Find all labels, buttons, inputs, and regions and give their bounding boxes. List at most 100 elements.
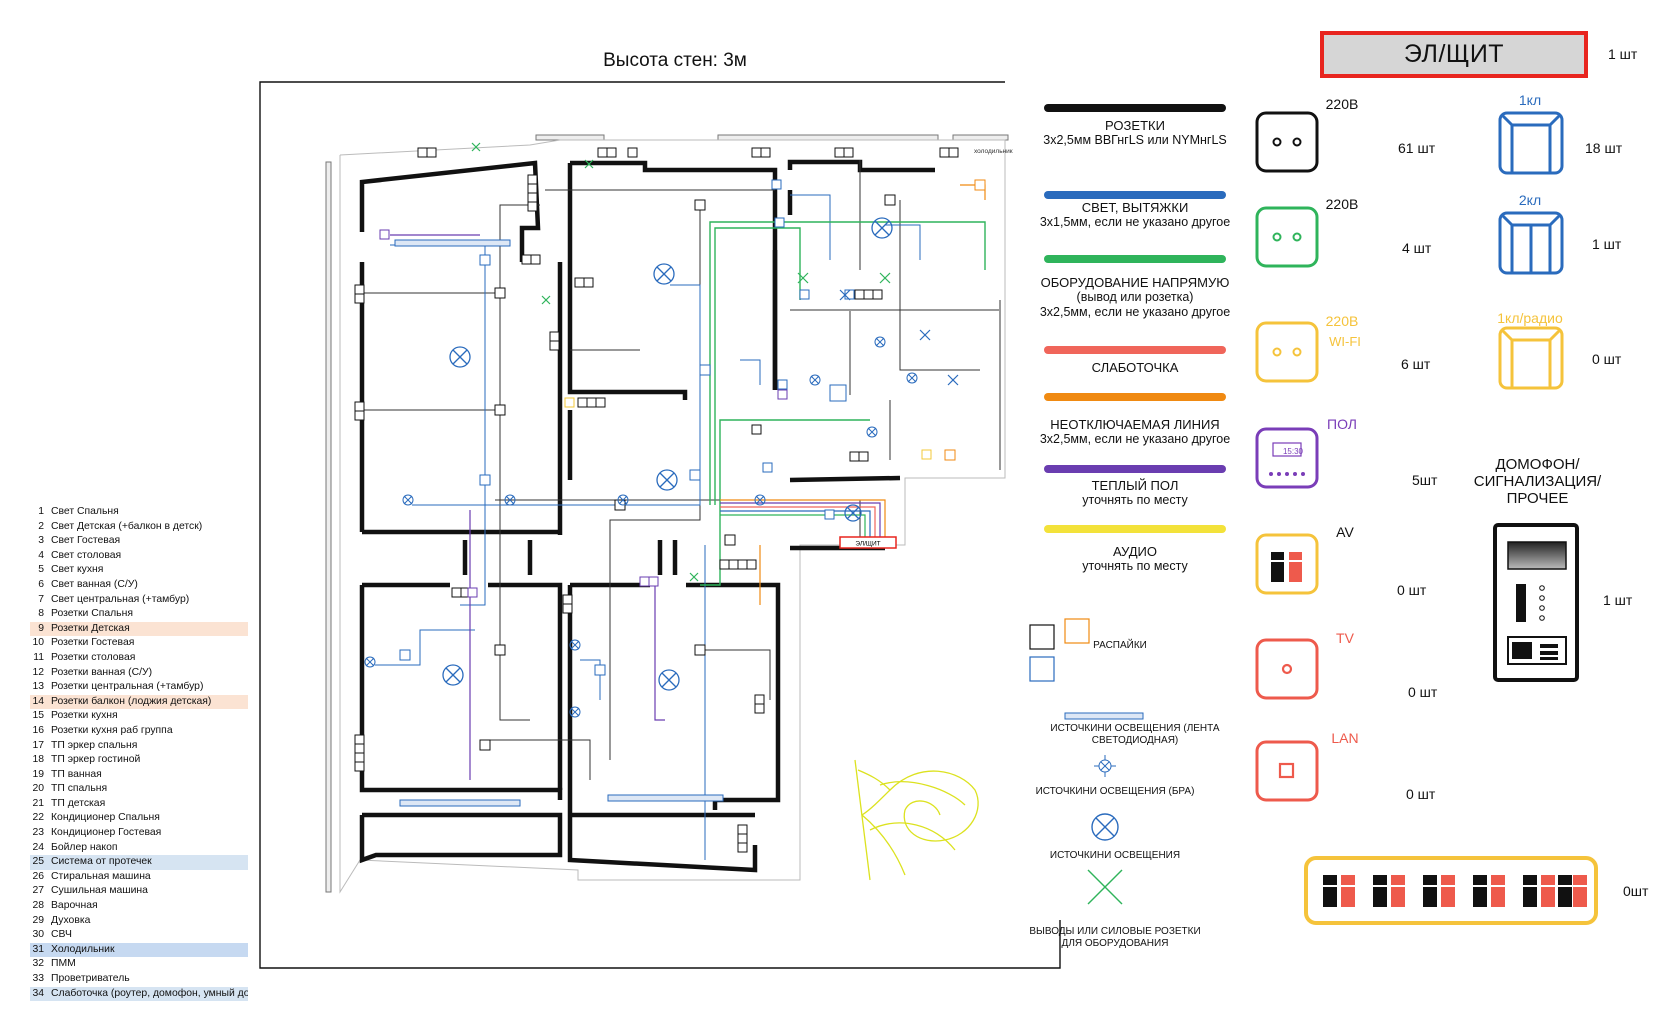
circuit-label: Кондиционер Спальня [51, 812, 160, 824]
circuit-item: 1 Свет Спальня [30, 505, 248, 520]
circuit-label: Бойлер накоп [51, 841, 118, 853]
switch-1-key-label: 1кл [1518, 92, 1542, 108]
sockets-purple [379, 229, 788, 598]
outlet-220-black-count: 61 шт [1398, 140, 1436, 156]
circuit-label: Розетки Гостевая [51, 637, 135, 649]
circuit-number: 10 [32, 637, 44, 649]
outlet-lan-icon [1255, 740, 1319, 802]
thermostat-screen-text: 15:30 [1283, 447, 1304, 456]
circuit-item: 20 ТП спальня [30, 782, 248, 797]
circuit-label: Розетки Детская [51, 622, 130, 634]
circuit-number: 20 [32, 783, 44, 795]
outlet-220-black-icon [1255, 111, 1319, 173]
sconce-icon [1094, 755, 1116, 777]
circuit-label: ПММ [51, 958, 76, 970]
circuit-number: 27 [32, 885, 44, 897]
panel-box-label: ЭЛ/ЩИТ [1403, 40, 1505, 68]
equipment-output-icon [1087, 869, 1123, 905]
circuit-label: Розетки столовая [51, 651, 136, 663]
circuit-number: 17 [32, 739, 44, 751]
circuit-number: 13 [32, 681, 44, 693]
led-strips [394, 239, 724, 807]
legend-lowcurrent: СЛАБОТОЧКА [1091, 360, 1179, 375]
circuit-number: 11 [33, 651, 44, 663]
circuit-label: Кондиционер Гостевая [51, 827, 162, 839]
junction-boxes [399, 179, 986, 751]
circuit-item: 14 Розетки балкон (лоджия детская) [30, 694, 248, 710]
circuit-item: 32 ПММ [30, 957, 248, 972]
sheet-frame [259, 81, 1061, 969]
circuit-number: 15 [32, 710, 44, 722]
switch-radio-count: 0 шт [1592, 351, 1622, 367]
outlet-tv-count: 0 шт [1408, 684, 1438, 700]
thermostat-buttons [1269, 472, 1305, 476]
circuit-label: Стиральная машина [51, 870, 151, 882]
intercom-count: 1 шт [1603, 592, 1633, 608]
circuit-number: 7 [38, 593, 44, 605]
circuit-item: 24 Бойлер накоп [30, 841, 248, 856]
equipment-outputs [471, 142, 891, 582]
circuit-number: 14 [32, 695, 44, 707]
circuit-label: Система от протечек [51, 856, 152, 868]
circuit-label: Розетки балкон (лоджия детская) [51, 695, 212, 707]
blue-outputs [839, 289, 959, 386]
panel-box: ЭЛ/ЩИТ [1320, 31, 1588, 78]
circuit-label: Свет Спальня [51, 506, 119, 517]
outlet-hole [1272, 137, 1282, 147]
circuit-item: 22 Кондиционер Спальня [30, 811, 248, 826]
floor-heating-count: 5шт [1412, 472, 1438, 488]
ceiling-lights [442, 217, 893, 691]
circuit-label: Свет кухня [51, 564, 104, 576]
thermostat-screen-text-svg: 15:30 [1283, 447, 1304, 456]
legend-equipment: ОБОРУДОВАНИЕ НАПРЯМУЮ(вывод или розетка)… [1039, 275, 1231, 319]
apartment-outline [339, 139, 1006, 894]
outlet-hole [1272, 347, 1282, 357]
outlet-220-green-count: 4 шт [1402, 240, 1432, 256]
outlet-lan-count: 0 шт [1406, 786, 1436, 802]
switch-2-key-count: 1 шт [1592, 236, 1622, 252]
circuit-label: Свет Детская (+балкон в детск) [51, 520, 203, 532]
circuit-number: 6 [38, 578, 44, 590]
intercom-screen [1507, 541, 1567, 570]
circuit-item: 27 Сушильная машина [30, 884, 248, 899]
circuit-number: 23 [32, 827, 44, 839]
circuit-label: ТП спальня [51, 783, 108, 795]
plan-panel-label: ЭЛ/ЩИТ [855, 541, 880, 548]
circuit-label: Свет Гостевая [51, 535, 121, 547]
signature-mark [854, 759, 979, 881]
switch-radio-icon [1498, 326, 1564, 390]
circuit-label: Сушильная машина [51, 885, 148, 897]
junction-icon-orange [1064, 618, 1090, 644]
circuit-number: 19 [32, 768, 44, 780]
outlet-hole [1292, 137, 1302, 147]
circuit-label: Духовка [51, 914, 91, 926]
circuit-item: 23 Кондиционер Гостевая [30, 826, 248, 841]
circuit-number: 1 [38, 506, 44, 517]
circuit-number: 32 [32, 958, 44, 970]
fridge-label: холодильник [974, 148, 1013, 155]
circuit-number: 3 [38, 535, 44, 547]
circuit-item: 10 Розетки Гостевая [30, 636, 248, 651]
wall-height-title: Высота стен: 3м [603, 50, 747, 71]
circuit-number: 24 [32, 841, 44, 853]
outlet-hole [1272, 232, 1282, 242]
av-strip-count: 0шт [1623, 883, 1649, 899]
circuit-label: СВЧ [51, 929, 72, 941]
sconces [364, 336, 918, 718]
circuit-number: 22 [32, 812, 44, 824]
outlet-wifi-sublabel: WI-FI [1329, 334, 1361, 349]
led-strip-icon [1064, 712, 1144, 720]
